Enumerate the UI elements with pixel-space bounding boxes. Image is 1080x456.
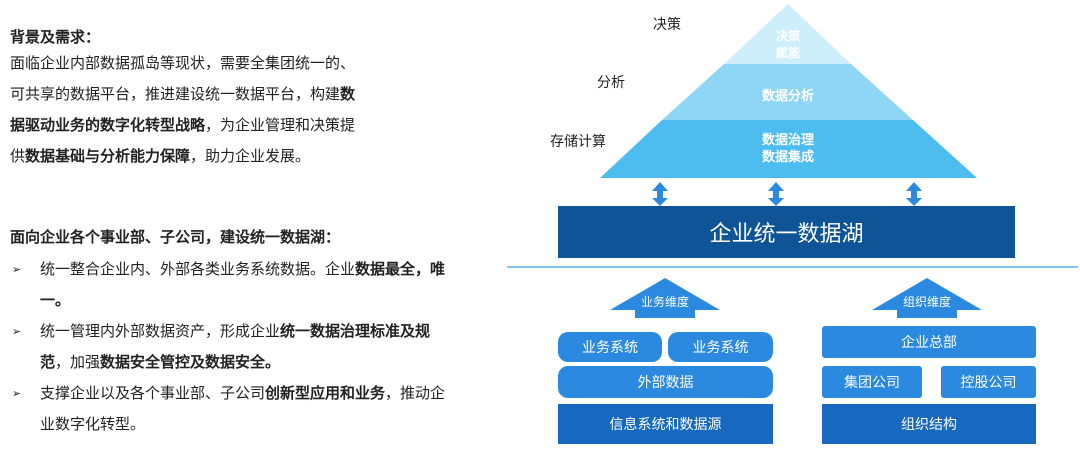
- level-label-analysis: 分析: [597, 75, 625, 91]
- up-arrow-right: [872, 278, 982, 318]
- diagram-graphics: [507, 4, 1078, 318]
- data-lake-diagram: 决策 分析 存储计算 决策赋能 数据分析 数据治理数据集成 企业统一数据湖 业务…: [505, 0, 1080, 456]
- up-arrow-left: [610, 278, 720, 318]
- level-label-storage: 存储计算: [550, 134, 606, 150]
- background-body: 面临企业内部数据孤岛等现状，需要全集团统一的、 可共享的数据平台，推进建设统一数…: [10, 48, 470, 172]
- org-dimension-label: 组织维度: [902, 295, 951, 309]
- business-system-box: 业务系统: [668, 332, 773, 362]
- pyramid-bottom: [600, 120, 977, 178]
- list-item: ➢ 支撑企业以及各个事业部、子公司创新型应用和业务，推动企业数字化转型。: [10, 378, 460, 440]
- body-line: 据驱动业务的数字化转型战略，为企业管理和决策提: [10, 116, 356, 134]
- list-item: ➢ 统一整合企业内、外部各类业务系统数据。企业数据最全，唯一。: [10, 254, 460, 316]
- pyramid-middle-text: 数据分析: [761, 89, 814, 104]
- level-label-decision: 决策: [653, 17, 681, 33]
- info-systems-box: 信息系统和数据源: [558, 404, 773, 444]
- list-item: ➢ 统一管理内外部数据资产，形成企业统一数据治理标准及规范，加强数据安全管控及数…: [10, 316, 460, 378]
- pyramid-middle: [662, 64, 913, 120]
- lake-heading: 面向企业各个事业部、子公司，建设统一数据湖：: [10, 228, 341, 246]
- bullet-arrow-icon: ➢: [12, 263, 22, 276]
- double-arrow-icon: [768, 182, 784, 206]
- background-heading: 背景及需求：: [10, 28, 101, 46]
- external-data-box: 外部数据: [558, 366, 773, 398]
- bullet-arrow-icon: ➢: [12, 325, 22, 338]
- group-company-box: 集团公司: [822, 366, 922, 398]
- body-line: 供数据基础与分析能力保障，助力企业发展。: [10, 147, 311, 165]
- double-arrow-icon: [906, 182, 922, 206]
- pyramid-bottom-text: 数据治理数据集成: [761, 133, 814, 165]
- holding-company-box: 控股公司: [941, 366, 1036, 398]
- headquarters-box: 企业总部: [822, 326, 1036, 358]
- pyramid-top: [724, 4, 851, 64]
- business-system-box: 业务系统: [558, 332, 662, 362]
- org-structure-box: 组织结构: [822, 404, 1036, 444]
- double-arrow-icon: [652, 182, 668, 206]
- data-lake-box: 企业统一数据湖: [558, 206, 1015, 258]
- pyramid-top-text: 决策赋能: [775, 29, 800, 60]
- bullet-arrow-icon: ➢: [12, 387, 22, 400]
- bullet-list: ➢ 统一整合企业内、外部各类业务系统数据。企业数据最全，唯一。 ➢ 统一管理内外…: [10, 254, 460, 440]
- business-dimension-label: 业务维度: [640, 295, 689, 309]
- body-line: 面临企业内部数据孤岛等现状，需要全集团统一的、: [10, 54, 356, 72]
- body-line: 可共享的数据平台，推进建设统一数据平台，构建数: [10, 85, 356, 103]
